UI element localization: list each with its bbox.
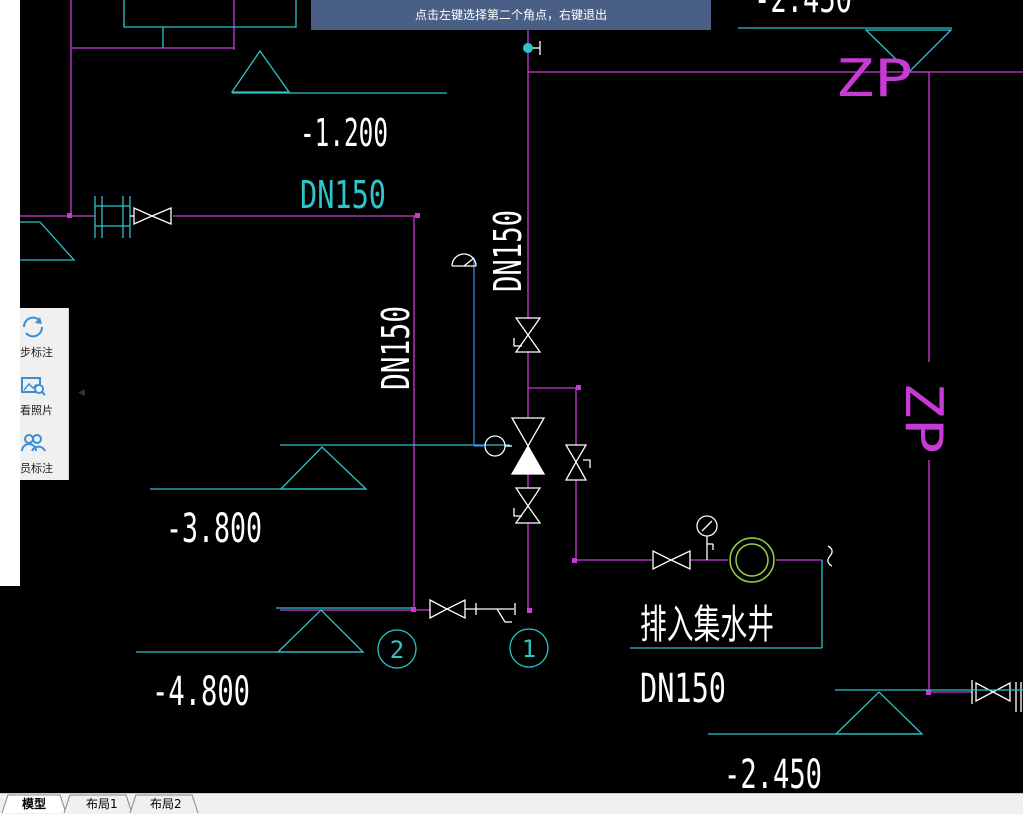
dn-label-vertical-mid: DN150 bbox=[486, 210, 530, 292]
pipe-node bbox=[926, 690, 931, 695]
side-item-photo-label: 看照片 bbox=[20, 404, 53, 417]
outlet-label: 排入集水井 bbox=[640, 602, 774, 648]
side-tool-panel: 步标注 看照片 员标注 ◀ bbox=[20, 308, 85, 480]
users-icon bbox=[21, 434, 46, 452]
gate-fitting-icon bbox=[94, 196, 131, 238]
side-item-users-label: 员标注 bbox=[20, 462, 53, 475]
elevation-label-1: -1.200 bbox=[300, 111, 388, 155]
elevation-marker-4 bbox=[708, 689, 1023, 735]
elevation-marker-3 bbox=[136, 607, 412, 653]
dn-label-vertical-left: DN150 bbox=[374, 306, 418, 390]
left-triangle-marker bbox=[20, 221, 76, 261]
side-item-sync[interactable]: 步标注 bbox=[20, 308, 68, 364]
blue-branch bbox=[473, 258, 485, 447]
command-prompt-banner: 点击左键选择第二个角点，右键退出 bbox=[311, 0, 711, 30]
elevation-label-2: -3.800 bbox=[166, 506, 262, 552]
side-item-users[interactable]: 员标注 bbox=[20, 424, 68, 480]
top-right-marker bbox=[738, 27, 953, 73]
valve-icon bbox=[130, 206, 172, 226]
sync-icon bbox=[22, 316, 44, 338]
elevation-label-top: -2.450 bbox=[754, 0, 852, 21]
right-valve-icon bbox=[971, 680, 1022, 712]
side-item-photo[interactable]: 看照片 bbox=[20, 366, 68, 422]
zp-label-side: ZP bbox=[893, 382, 953, 454]
pipe-node bbox=[67, 213, 72, 218]
pipe-node bbox=[415, 213, 420, 218]
layout-tab-bar: 模型 布局1 布局2 bbox=[0, 793, 1023, 814]
right-riser bbox=[928, 72, 972, 693]
tab-shapes bbox=[1, 794, 199, 814]
outlet-line bbox=[630, 560, 823, 649]
circle-callout-2 bbox=[377, 629, 417, 669]
riser-valve-upper-icon bbox=[513, 317, 542, 353]
dn-label-horizontal: DN150 bbox=[300, 173, 386, 217]
left-pipe bbox=[20, 215, 430, 611]
elevation-label-4: -2.450 bbox=[724, 752, 822, 793]
circle-label-1: 1 bbox=[522, 635, 536, 663]
tab-layout1[interactable]: 布局1 bbox=[86, 797, 118, 811]
top-left-structure bbox=[70, 0, 235, 216]
pipe-node bbox=[527, 608, 532, 613]
pipe-node bbox=[411, 607, 416, 612]
control-valve-icon bbox=[484, 417, 546, 475]
tab-model[interactable]: 模型 bbox=[22, 797, 47, 811]
elevation-label-3: -4.800 bbox=[152, 669, 250, 715]
pipe-node bbox=[576, 385, 581, 390]
riser-valve-lower-icon bbox=[513, 487, 542, 524]
side-item-sync-label: 步标注 bbox=[20, 346, 53, 359]
main-riser bbox=[527, 30, 930, 610]
riser-top-node bbox=[523, 43, 533, 53]
bypass-valve-icon bbox=[564, 444, 591, 481]
sump-pump-icon bbox=[729, 537, 775, 583]
pipe-node bbox=[572, 558, 577, 563]
tab-layout2[interactable]: 布局2 bbox=[150, 797, 182, 811]
circle-callout-1 bbox=[509, 628, 549, 668]
top-left-box bbox=[123, 0, 297, 48]
pipe-break-icon bbox=[827, 545, 833, 567]
collapse-arrow-icon[interactable]: ◀ bbox=[78, 388, 85, 398]
dn-label-bottom: DN150 bbox=[640, 666, 726, 712]
bottom-valve-icon bbox=[429, 598, 516, 623]
cad-drawing-canvas[interactable]: -1.200 DN150 DN150 -3.800 -4.800 bbox=[0, 0, 1023, 793]
vent-cap-icon bbox=[451, 253, 477, 267]
circle-label-2: 2 bbox=[390, 636, 404, 664]
elevation-marker-2 bbox=[150, 444, 510, 490]
photo-icon bbox=[21, 377, 46, 396]
zp-label-top: ZP bbox=[835, 49, 913, 109]
left-panel-edge bbox=[0, 0, 20, 586]
pressure-gauge-icon bbox=[696, 515, 718, 560]
outlet-valve-icon bbox=[652, 549, 691, 571]
elevation-marker-1 bbox=[230, 49, 447, 94]
